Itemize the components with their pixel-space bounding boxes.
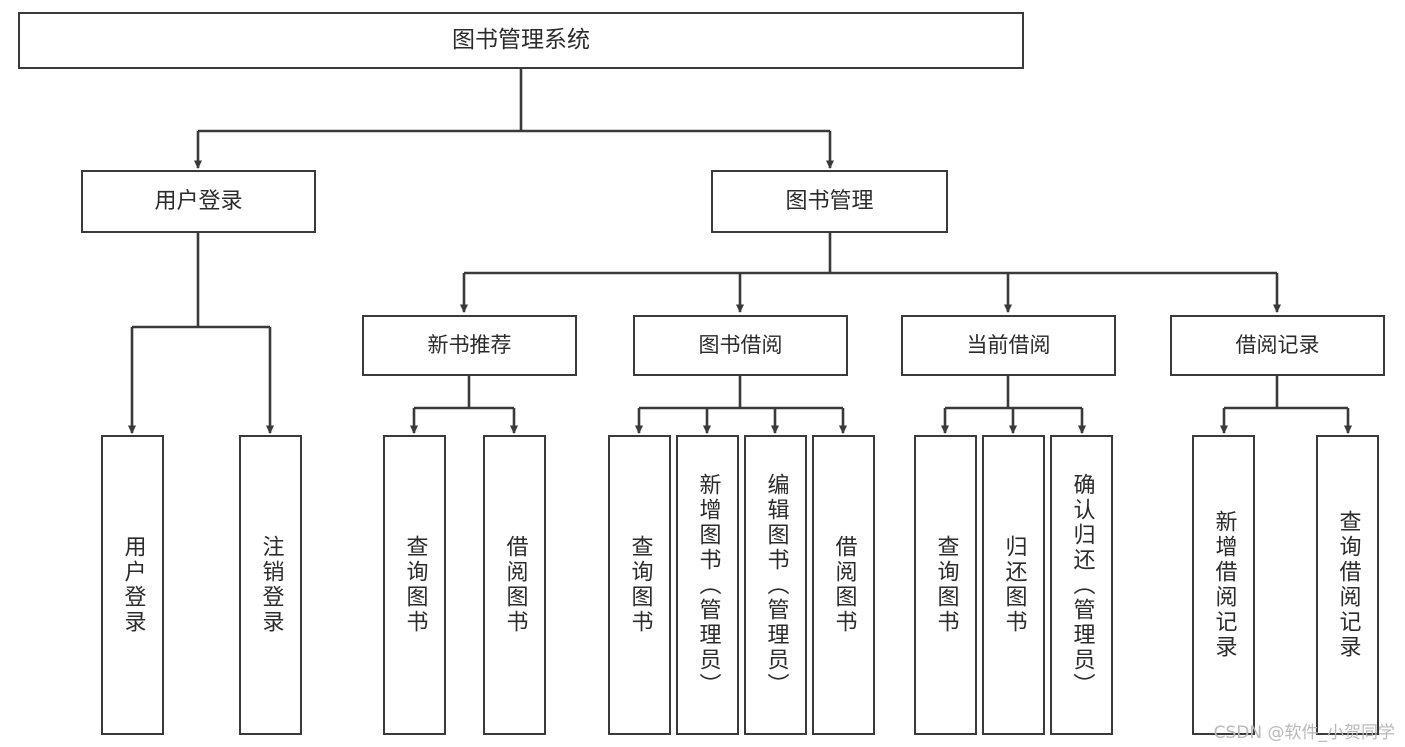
leaf-current-borrow-return[interactable]: 归还图书 — [982, 435, 1045, 735]
leaf-book-borrow-edit[interactable]: 编辑图书（管理员） — [744, 435, 807, 735]
node-book-management[interactable]: 图书管理 — [711, 170, 948, 233]
node-label: 查询图书 — [402, 535, 428, 635]
node-label: 查询借阅记录 — [1335, 510, 1361, 660]
node-borrow-records[interactable]: 借阅记录 — [1170, 315, 1385, 376]
node-label: 用户登录 — [154, 188, 243, 214]
leaf-borrow-records-add[interactable]: 新增借阅记录 — [1192, 435, 1255, 735]
node-label: 借阅图书 — [831, 535, 857, 635]
leaf-current-borrow-confirm-return[interactable]: 确认归还（管理员） — [1050, 435, 1113, 735]
node-label: 注销登录 — [258, 535, 284, 635]
leaf-user-login-signin[interactable]: 用户登录 — [101, 435, 164, 735]
node-label: 编辑图书（管理员） — [763, 472, 789, 698]
node-new-book-recommend[interactable]: 新书推荐 — [362, 315, 577, 376]
node-label: 借阅图书 — [502, 535, 528, 635]
node-label: 用户登录 — [120, 535, 146, 635]
node-label: 图书借阅 — [698, 333, 783, 358]
node-label: 图书管理 — [785, 188, 874, 214]
leaf-book-borrow-lend[interactable]: 借阅图书 — [812, 435, 875, 735]
leaf-new-book-borrow[interactable]: 借阅图书 — [483, 435, 546, 735]
node-book-borrow[interactable]: 图书借阅 — [633, 315, 848, 376]
node-label: 查询图书 — [933, 535, 959, 635]
node-current-borrow[interactable]: 当前借阅 — [901, 315, 1116, 376]
node-label: 图书管理系统 — [452, 26, 590, 53]
leaf-book-borrow-query[interactable]: 查询图书 — [608, 435, 671, 735]
node-label: 新书推荐 — [427, 333, 512, 358]
csdn-watermark: CSDN @软件_小贺同学 — [1213, 723, 1395, 743]
node-label: 归还图书 — [1001, 535, 1027, 635]
node-label: 确认归还（管理员） — [1069, 472, 1095, 698]
leaf-current-borrow-query[interactable]: 查询图书 — [914, 435, 977, 735]
node-label: 查询图书 — [627, 535, 653, 635]
node-root-library-system[interactable]: 图书管理系统 — [18, 12, 1024, 69]
node-label: 新增图书（管理员） — [695, 472, 721, 698]
leaf-borrow-records-query[interactable]: 查询借阅记录 — [1316, 435, 1379, 735]
leaf-book-borrow-add[interactable]: 新增图书（管理员） — [676, 435, 739, 735]
leaf-new-book-query[interactable]: 查询图书 — [383, 435, 446, 735]
node-user-login[interactable]: 用户登录 — [81, 170, 316, 233]
leaf-user-login-signout[interactable]: 注销登录 — [239, 435, 302, 735]
node-label: 当前借阅 — [966, 333, 1051, 358]
node-label: 新增借阅记录 — [1211, 510, 1237, 660]
node-label: 借阅记录 — [1235, 333, 1320, 358]
